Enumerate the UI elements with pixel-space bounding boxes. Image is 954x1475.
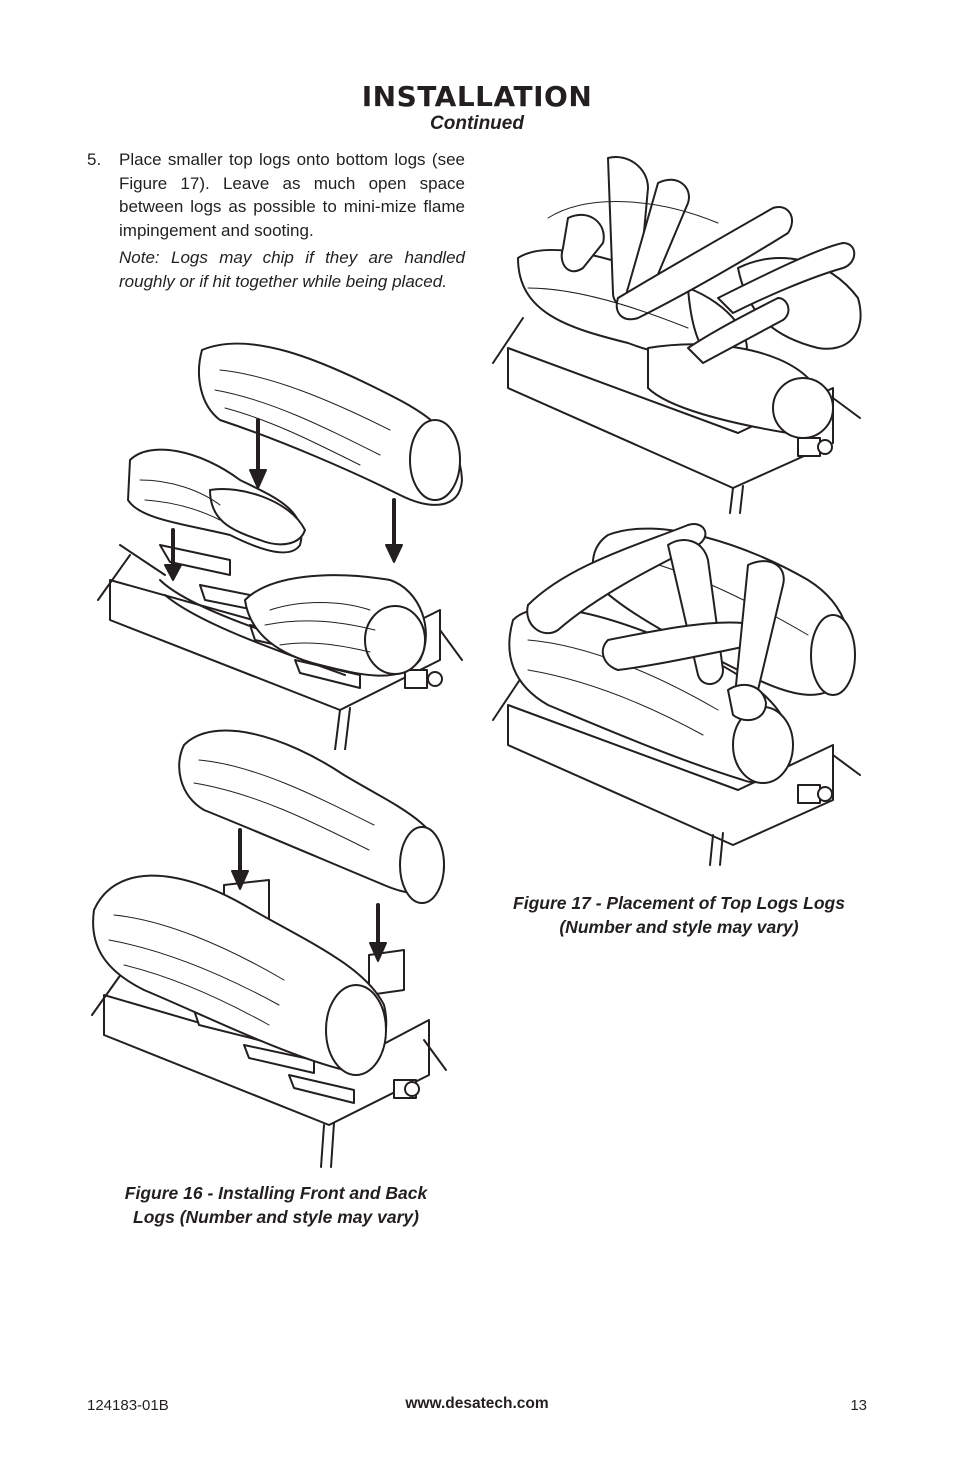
figure-16-caption-line-1: Figure 16 - Installing Front and Back [124,1183,428,1203]
page-title: INSTALLATION [361,80,593,113]
figure-16-top-illustration [90,330,470,750]
figure-17-caption: Figure 17 - Placement of Top Logs Logs (… [488,891,870,939]
figure-16-bottom-illustration [84,715,454,1170]
figure-16-caption-line-2: Logs (Number and style may vary) [133,1207,419,1227]
step-number: 5. [87,150,102,169]
step-text: Place smaller top logs onto bottom logs … [119,150,465,240]
page-number: 13 [850,1397,867,1414]
instruction-step: 5. Place smaller top logs onto bottom lo… [87,148,465,293]
figure-17-caption-line-1: Figure 17 - Placement of Top Logs Logs [513,893,845,913]
figure-16-caption: Figure 16 - Installing Front and Back Lo… [96,1181,456,1229]
figure-17-bottom-illustration [488,505,868,870]
figure-17-caption-line-2: (Number and style may vary) [559,917,799,937]
website-link[interactable]: www.desatech.com [405,1395,549,1412]
figure-17-top-illustration [488,148,868,518]
step-note: Note: Logs may chip if they are handled … [119,248,465,291]
page-subtitle: Continued [430,113,524,134]
document-number: 124183-01B [87,1397,169,1414]
